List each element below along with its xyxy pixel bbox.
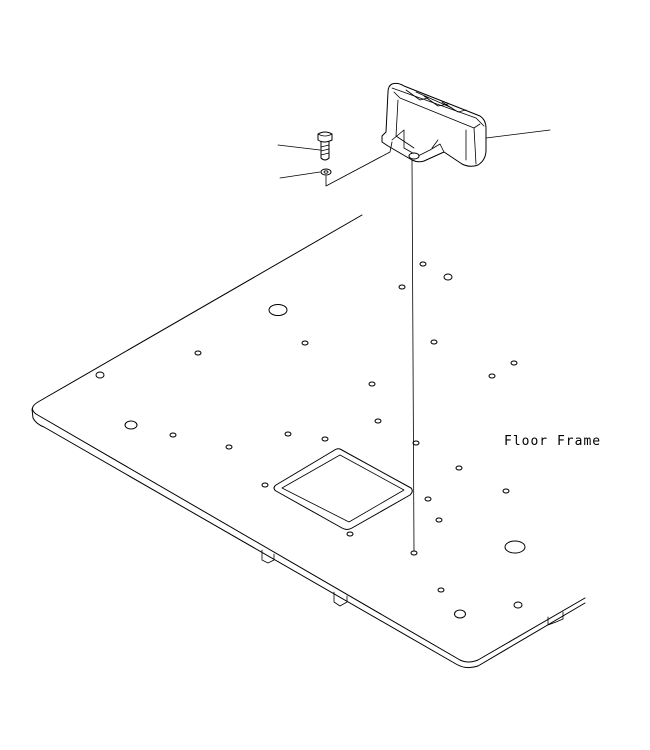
bolt-part [317,131,333,161]
bracket-3 [547,611,564,626]
cutout-outer [273,448,413,530]
block-top-inner [393,91,481,129]
flange-hole [408,152,420,160]
bolt-thread-3 [320,152,330,156]
floor-frame-plate [31,214,586,669]
hole [412,440,420,446]
fastener-path [325,141,393,187]
hole [301,340,309,346]
bracket-1 [261,549,275,564]
hole [95,371,105,379]
leader-line-bolt [277,144,321,151]
block-right-edge-2 [473,127,477,165]
cutout-inner [281,454,405,523]
hole [410,550,418,556]
hole [321,436,329,442]
block-flange-2 [431,139,439,149]
hole [488,373,496,379]
hole [368,381,376,387]
hole [169,432,177,438]
hole [443,273,453,281]
hole [435,517,443,523]
hole [504,540,526,554]
hole [124,420,138,430]
block-left-inner [395,99,415,149]
bolt-thread-1 [320,144,330,148]
block-outline [381,82,487,167]
block-rib-1 [405,89,429,101]
assembly-centerline [411,159,415,552]
hole [225,444,233,450]
hole [398,284,406,290]
hole [437,587,445,593]
plate-top-edge [32,214,586,663]
hole [284,431,292,437]
hole [454,609,466,619]
cushion-block-part [381,82,487,167]
leader-line-washer [279,171,321,179]
bolt-thread-2 [320,148,330,152]
hole [513,601,523,609]
washer-outer [320,168,332,176]
leader-line-block [485,129,551,139]
bolt-head [317,131,333,143]
hole [510,360,518,366]
hole [346,531,354,537]
bolt-shank [320,141,330,161]
floor-frame-label: Floor Frame [504,434,602,449]
hole [268,304,288,316]
hole [261,482,269,488]
hole [430,339,438,345]
hole [424,496,432,502]
block-rib-3 [441,101,467,113]
block-rib-4 [415,91,453,109]
plate-holes [95,261,526,619]
block-top-face [391,87,485,127]
bracket-2 [333,591,348,607]
hole [455,465,463,471]
floor-cutout [273,448,413,530]
hole [419,261,427,267]
hole [374,418,382,424]
hole [502,488,510,494]
plate-lower-edge [31,408,586,669]
hole [194,350,202,356]
washer-part [320,168,332,176]
washer-inner [323,170,329,174]
bolt-head-top [317,133,333,137]
